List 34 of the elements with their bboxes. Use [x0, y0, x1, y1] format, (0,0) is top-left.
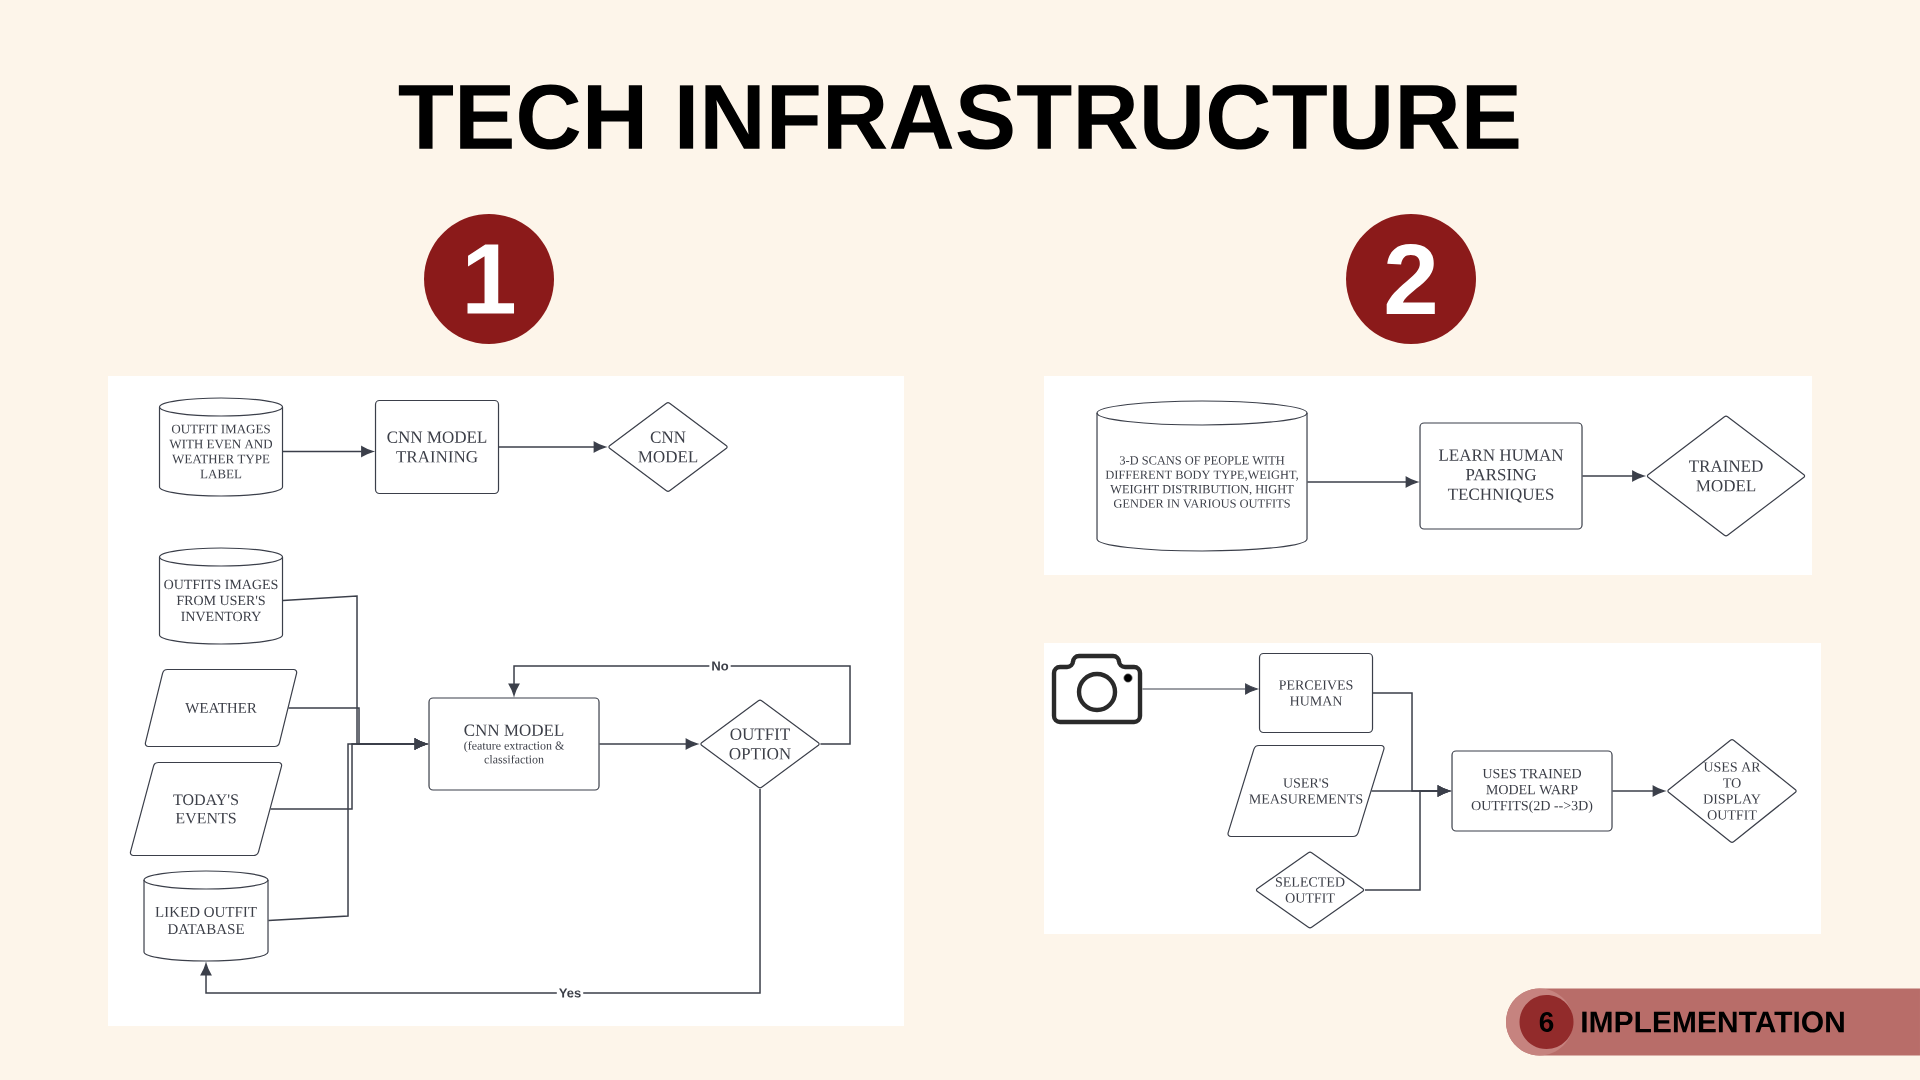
arrow [267, 738, 427, 922]
arrow [1306, 476, 1418, 488]
camera-icon [1051, 653, 1143, 725]
arrow [200, 788, 761, 994]
input-parallelogram: TODAY'S EVENTS [129, 761, 283, 857]
arrow [1611, 785, 1665, 797]
number-badge: 6 [1519, 995, 1574, 1049]
arrow [1581, 470, 1645, 482]
database-cylinder: LIKED OUTFIT DATABASE [143, 870, 269, 962]
arrow [1364, 785, 1450, 891]
input-parallelogram: USER'S MEASUREMENTS [1227, 744, 1385, 838]
number-badge: 1 [424, 214, 554, 344]
number-badge: 2 [1346, 214, 1476, 344]
node-label: LIKED OUTFIT DATABASE [155, 906, 257, 935]
process-box: CNN MODEL (feature extraction & classifaction [428, 697, 600, 791]
input-parallelogram: WEATHER [144, 668, 298, 748]
node-label: OUTFIT IMAGES WITH EVEN AND WEATHER TYPE LABEL [169, 424, 273, 479]
database-cylinder: OUTFIT IMAGES WITH EVEN AND WEATHER TYPE LABEL [158, 397, 284, 497]
process-box: USES TRAINED MODEL WARP OUTFITS(2D -->3D) [1451, 750, 1613, 832]
edge-label: Yes [556, 986, 584, 1000]
process-box: LEARN HUMAN PARSING TECHNIQUES [1419, 422, 1583, 530]
arrow [508, 665, 851, 745]
arrow [498, 441, 606, 453]
arrow [282, 446, 374, 457]
database-cylinder: OUTFITS IMAGES FROM USER'S INVENTORY [158, 547, 284, 645]
arrow [598, 738, 698, 750]
process-box: PERCEIVES HUMAN [1258, 652, 1374, 734]
node-label: OUTFITS IMAGES FROM USER'S INVENTORY [164, 579, 278, 622]
process-box: CNN MODEL TRAINING [374, 399, 500, 495]
node-label: 3-D SCANS OF PEOPLE WITH DIFFERENT BODY TYPE,WEIGHT, WEIGHT DISTRIBUTION, HIGHT GENDER IN VARIOUS OUTFITS [1105, 456, 1298, 508]
edge-label: No [709, 659, 731, 673]
arrow [1141, 683, 1258, 695]
title: TECH INFRASTRUCTURE [398, 84, 1519, 150]
database-cylinder: 3-D SCANS OF PEOPLE WITH DIFFERENT BODY TYPE,WEIGHT, WEIGHT DISTRIBUTION, HIGHT GENDER IN VARIOUS OUTFITS [1096, 400, 1308, 552]
